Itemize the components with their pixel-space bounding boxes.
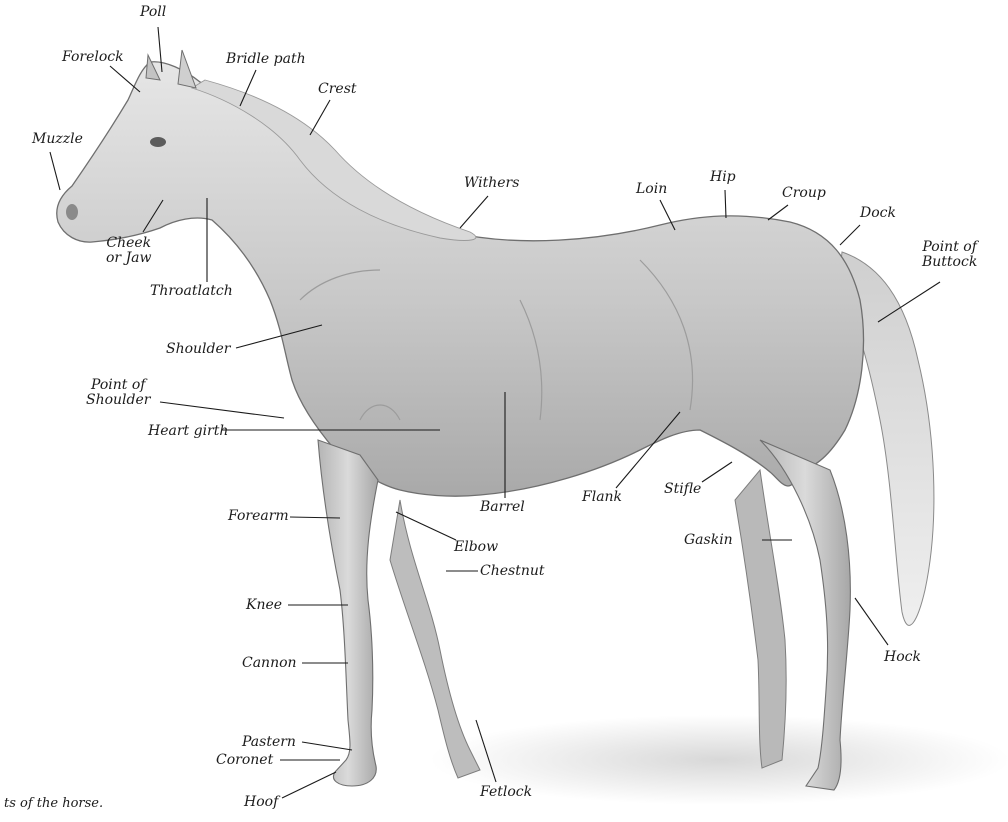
nostril [66, 204, 78, 220]
label-flank: Flank [582, 490, 622, 505]
label-forearm: Forearm [228, 509, 289, 524]
label-fetlock: Fetlock [480, 785, 532, 800]
label-point-of-shoulder-line1: Point of [86, 378, 150, 393]
leader-stifle [702, 462, 732, 482]
label-knee: Knee [246, 598, 282, 613]
leader-forelock [110, 66, 140, 92]
label-point-of-shoulder: Point of Shoulder [86, 378, 150, 408]
leader-withers [460, 196, 488, 228]
label-throatlatch: Throatlatch [150, 284, 233, 299]
label-forelock: Forelock [62, 50, 124, 65]
label-heart-girth: Heart girth [148, 424, 228, 439]
label-point-of-shoulder-line2: Shoulder [86, 393, 150, 408]
label-cannon: Cannon [242, 656, 297, 671]
label-point-of-buttock-line2: Buttock [922, 255, 977, 270]
label-cheek-line1: Cheek [106, 236, 152, 251]
label-gaskin: Gaskin [684, 533, 733, 548]
leader-crest [310, 100, 330, 135]
leader-croup [768, 205, 788, 220]
label-barrel: Barrel [480, 500, 525, 515]
leader-muzzle [50, 152, 60, 190]
label-hoof: Hoof [244, 795, 278, 810]
label-muzzle: Muzzle [32, 132, 83, 147]
label-shoulder: Shoulder [166, 342, 230, 357]
label-elbow: Elbow [454, 540, 498, 555]
eye [150, 137, 166, 147]
label-coronet: Coronet [216, 753, 273, 768]
label-point-of-buttock-line1: Point of [922, 240, 977, 255]
label-chestnut: Chestnut [480, 564, 544, 579]
label-cheek-line2: or Jaw [106, 251, 152, 266]
ear-near [178, 50, 196, 88]
label-croup: Croup [782, 186, 826, 201]
label-poll: Poll [140, 5, 166, 20]
label-stifle: Stifle [664, 482, 701, 497]
near-foreleg [318, 440, 378, 786]
leader-hoof [282, 772, 336, 798]
label-pastern: Pastern [242, 735, 296, 750]
label-crest: Crest [318, 82, 357, 97]
leader-point-of-shoulder [160, 402, 284, 418]
label-bridle-path: Bridle path [226, 52, 306, 67]
label-hip: Hip [710, 170, 736, 185]
label-dock: Dock [860, 206, 896, 221]
label-point-of-buttock: Point of Buttock [922, 240, 977, 270]
label-withers: Withers [464, 176, 519, 191]
label-cheek-or-jaw: Cheek or Jaw [106, 236, 152, 266]
figure-caption: ts of the horse. [4, 796, 103, 811]
leader-hip [725, 190, 726, 218]
leader-dock [840, 225, 860, 245]
leader-pastern [302, 742, 352, 750]
label-loin: Loin [636, 182, 667, 197]
leader-hock [855, 598, 888, 645]
label-hock: Hock [884, 650, 921, 665]
